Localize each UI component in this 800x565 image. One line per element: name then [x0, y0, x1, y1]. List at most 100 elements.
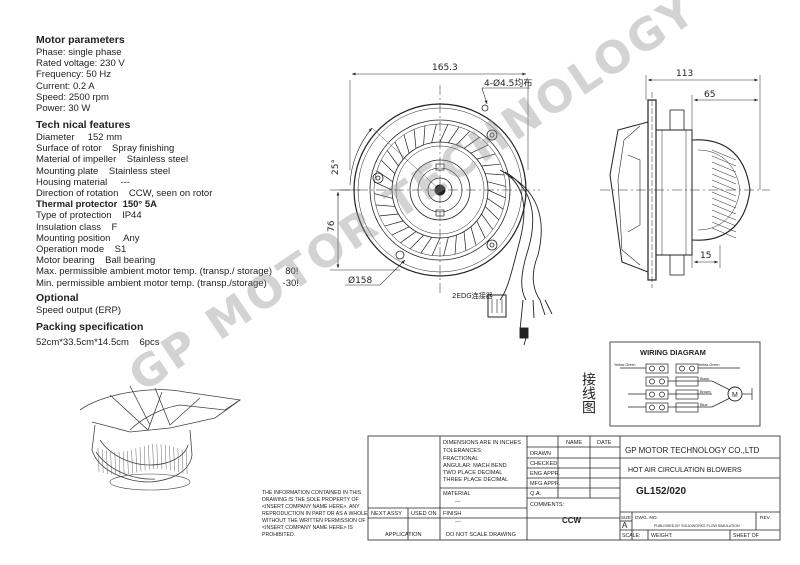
iso-fin [173, 446, 175, 472]
iso-fin [152, 444, 154, 470]
motor-parameters-title: Motor parameters [36, 34, 125, 46]
spec-row: Direction of rotation CCW, seen on rotor [36, 188, 213, 200]
impeller-blade [431, 237, 441, 256]
winding-stroke [711, 161, 737, 173]
impeller-blade [394, 141, 404, 160]
tb-weight: WEIGHT: [651, 533, 673, 539]
impeller-blade [487, 189, 506, 199]
impeller-blade [391, 226, 410, 236]
tb-qa: Q.A. [530, 491, 542, 497]
iso-fin [165, 444, 167, 470]
iso-fin [148, 444, 150, 470]
tb-dims-note: DIMENSIONS ARE IN INCHES [443, 440, 521, 446]
dim-flange: 15 [700, 251, 711, 261]
tb-three-place: THREE PLACE DECIMAL [443, 477, 508, 483]
iso-fin [139, 447, 142, 472]
optional-title: Optional [36, 292, 79, 304]
dim-width: 165.3 [432, 63, 458, 73]
spec-row: Mounting plate Stainless steel [36, 165, 171, 177]
impeller-blade [448, 126, 460, 143]
title-block [367, 435, 781, 541]
spec-row: Operation mode S1 [36, 244, 127, 256]
impeller-blade [481, 213, 494, 230]
dim-depth: 113 [676, 69, 693, 79]
tb-dash1: --- [455, 499, 461, 505]
winding-stroke [711, 191, 737, 203]
iso-fin [110, 451, 112, 475]
tb-proprietary: REPRODUCTION IN PART OR AS A WHOLE [262, 511, 368, 517]
winding-stroke [711, 167, 737, 179]
spec-row: Surface of rotor Spray finishing [36, 143, 175, 155]
spec-row: Motor bearing Ball bearing [36, 255, 156, 267]
tb-eng-appr: ENG APPR. [530, 471, 561, 477]
iso-fin [181, 449, 184, 474]
spec-row: Phase: single phase [36, 47, 122, 58]
tb-proprietary: THE INFORMATION CONTAINED IN THIS [262, 490, 362, 496]
tb-published: PUBLISHED BY SOLIDWORKS FLOW SIMULATION [654, 524, 740, 528]
spec-row: Thermal protector 150° 5A [36, 199, 158, 211]
optional-section: Optional Speed output (ERP) [36, 291, 121, 316]
tb-proprietary: DRAWING IS THE SOLE PROPERTY OF [262, 497, 359, 503]
spec-row: Type of protection IP44 [36, 210, 142, 222]
tb-size-value: A [622, 521, 628, 530]
impeller-blade [375, 204, 395, 207]
wire-right-label: Yellow-Green [698, 363, 719, 367]
motor-winding [711, 149, 737, 239]
technical-features-title: Tech nical features [36, 119, 131, 131]
impeller-blade [456, 130, 471, 146]
iso-fin [156, 443, 158, 470]
iso-fin [102, 449, 104, 473]
tb-size-label: SIZE [621, 515, 631, 520]
dim-angle: 25° [331, 159, 341, 175]
iso-fin [123, 451, 125, 475]
winding-stroke [711, 185, 737, 197]
tb-do-not-scale: DO NOT SCALE DRAWING [446, 532, 516, 538]
winding-stroke [711, 203, 737, 215]
winding-stroke [711, 173, 737, 185]
wire-color-blue: Blue [700, 403, 708, 407]
impeller-blade [409, 234, 424, 250]
iso-fin [135, 448, 137, 473]
tb-two-place: TWO PLACE DECIMAL [443, 470, 502, 476]
tb-finish: FINISH [443, 511, 461, 517]
spec-row: Housing material --- [36, 176, 130, 188]
tb-tolerances: TOLERANCES: [443, 448, 483, 454]
mounting-holes [372, 104, 498, 260]
tb-proprietary: WITHOUT THE WRITTEN PERMISSION OF [262, 518, 366, 524]
tb-angular: ANGULAR: MACH BEND [443, 463, 507, 469]
impeller-blade [400, 231, 417, 244]
impeller-blade [423, 125, 426, 145]
tb-drawn: DRAWN [530, 451, 551, 457]
impeller-blades [374, 124, 506, 256]
tb-name-hdr: NAME [566, 440, 582, 446]
tb-rev: REV. [760, 515, 771, 521]
tb-scale: SCALE: [622, 533, 640, 539]
impeller-blade [380, 159, 396, 174]
impeller-blade [463, 136, 480, 149]
title-block-text: DIMENSIONS ARE IN INCHES TOLERANCES: FRA… [262, 440, 771, 539]
tb-checked: CHECKED [530, 461, 557, 467]
spec-row: Insulation class F [36, 221, 118, 233]
tb-product: HOT AIR CIRCULATION BLOWERS [628, 467, 742, 474]
iso-fin [114, 451, 116, 475]
tb-proprietary: PROHIBITED. [262, 532, 295, 538]
motor-parameters: Motor parameters Phase: single phase Rat… [36, 33, 125, 114]
iso-fin [131, 449, 133, 474]
wire-left-label: Yellow-Green [614, 363, 635, 367]
impeller-blade [481, 163, 501, 167]
tb-application: APPLICATION [385, 532, 422, 538]
spec-row: Frequency: 50 Hz [36, 69, 111, 81]
impeller-blade [487, 198, 504, 210]
dim-diameter: Ø158 [348, 275, 373, 286]
dim-holes: 4-Ø4.5均布 [484, 77, 532, 89]
dim-height: 76 [327, 220, 337, 232]
wiring-side-label: 接线图 [580, 371, 596, 414]
tb-mfg-appr: MFG APPR. [530, 481, 561, 487]
wiring-diagram [609, 341, 761, 427]
iso-fin [97, 447, 100, 473]
impeller-blade [386, 150, 399, 167]
impeller-blade [420, 237, 432, 254]
tb-material: MATERIAL [443, 491, 471, 497]
wiring-title: WIRING DIAGRAM [640, 348, 706, 357]
